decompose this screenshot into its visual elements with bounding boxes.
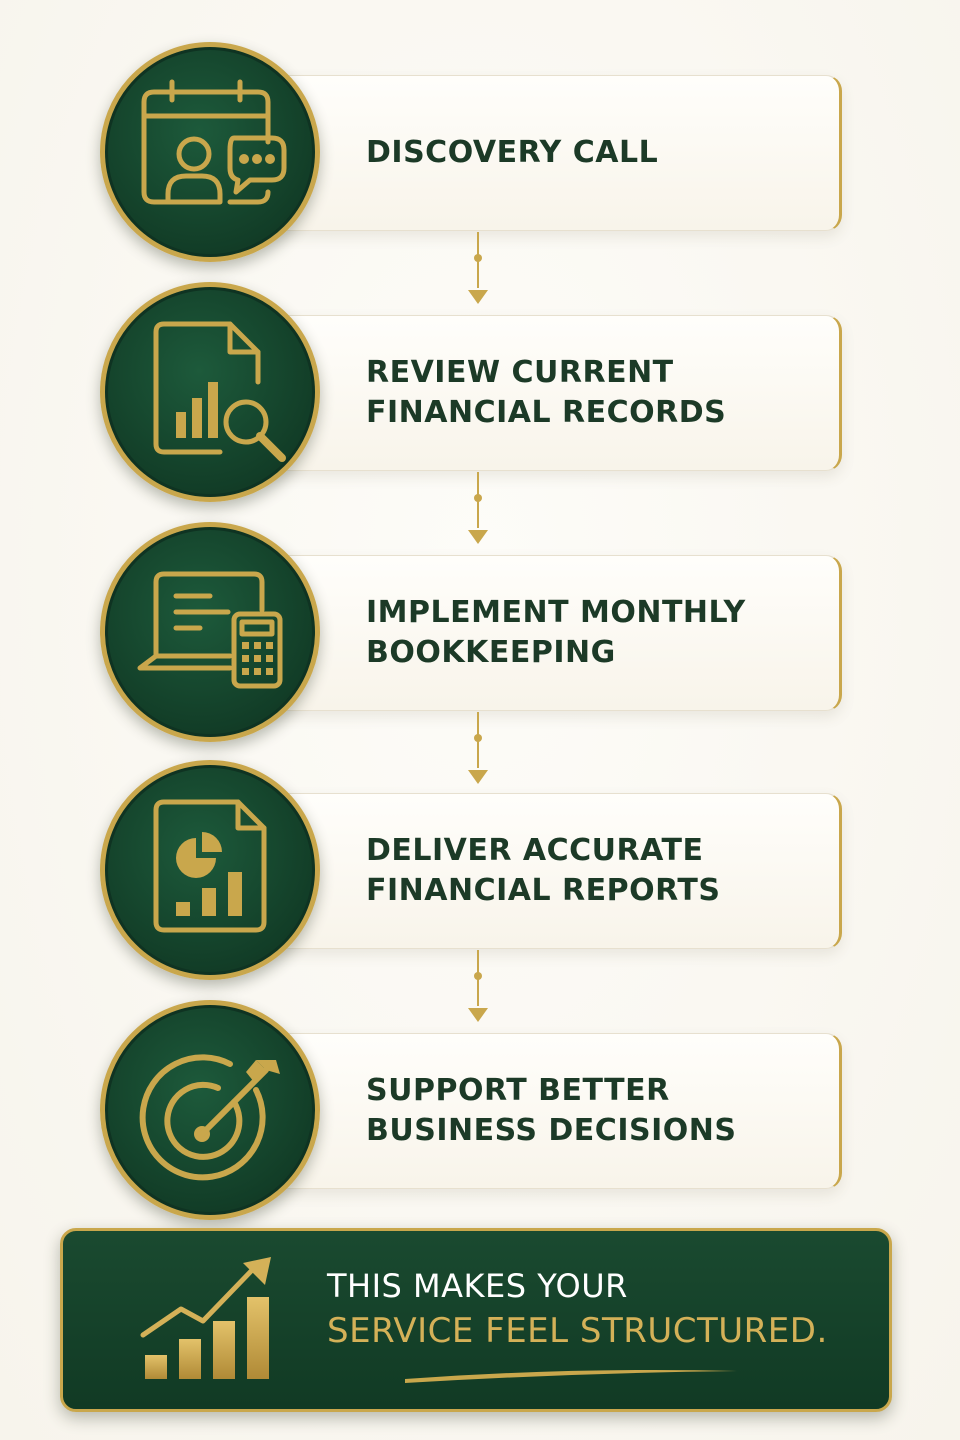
- step-icon-circle: [100, 760, 320, 980]
- step-label: REVIEW CURRENT FINANCIAL RECORDS: [366, 355, 727, 430]
- step-icon-circle: [100, 522, 320, 742]
- summary-banner: THIS MAKES YOUR SERVICE FEEL STRUCTURED.: [60, 1228, 892, 1412]
- document-search-icon: [153, 321, 286, 462]
- target-icon: [139, 1054, 280, 1181]
- laptop-calculator-icon: [137, 571, 283, 689]
- connector-arrow: [468, 950, 488, 1022]
- step-label: DELIVER ACCURATE FINANCIAL REPORTS: [366, 833, 721, 908]
- step-review-records: REVIEW CURRENT FINANCIAL RECORDS: [100, 282, 842, 502]
- growth-chart-icon: [140, 1257, 271, 1379]
- calendar-chat-icon: [141, 79, 287, 205]
- connector-arrow: [468, 472, 488, 544]
- connector-arrow: [468, 232, 488, 304]
- gold-underline-swoosh: [405, 1370, 737, 1383]
- report-chart-icon: [153, 799, 267, 933]
- step-label: IMPLEMENT MONTHLY BOOKKEEPING: [366, 595, 746, 670]
- step-monthly-bookkeeping: IMPLEMENT MONTHLY BOOKKEEPING: [100, 522, 842, 742]
- step-card: REVIEW CURRENT FINANCIAL RECORDS: [210, 315, 842, 471]
- connector-arrow: [468, 712, 488, 784]
- banner-line-two: SERVICE FEEL STRUCTURED.: [327, 1311, 828, 1351]
- step-label: SUPPORT BETTER BUSINESS DECISIONS: [366, 1073, 737, 1148]
- step-business-decisions: SUPPORT BETTER BUSINESS DECISIONS: [100, 1000, 842, 1220]
- step-icon-circle: [100, 1000, 320, 1220]
- banner-line-one: THIS MAKES YOUR: [327, 1267, 628, 1305]
- step-card: IMPLEMENT MONTHLY BOOKKEEPING: [210, 555, 842, 711]
- step-label: DISCOVERY CALL: [366, 135, 659, 170]
- step-financial-reports: DELIVER ACCURATE FINANCIAL REPORTS: [100, 760, 842, 980]
- step-discovery-call: DISCOVERY CALL: [100, 42, 842, 262]
- step-icon-circle: [100, 42, 320, 262]
- step-icon-circle: [100, 282, 320, 502]
